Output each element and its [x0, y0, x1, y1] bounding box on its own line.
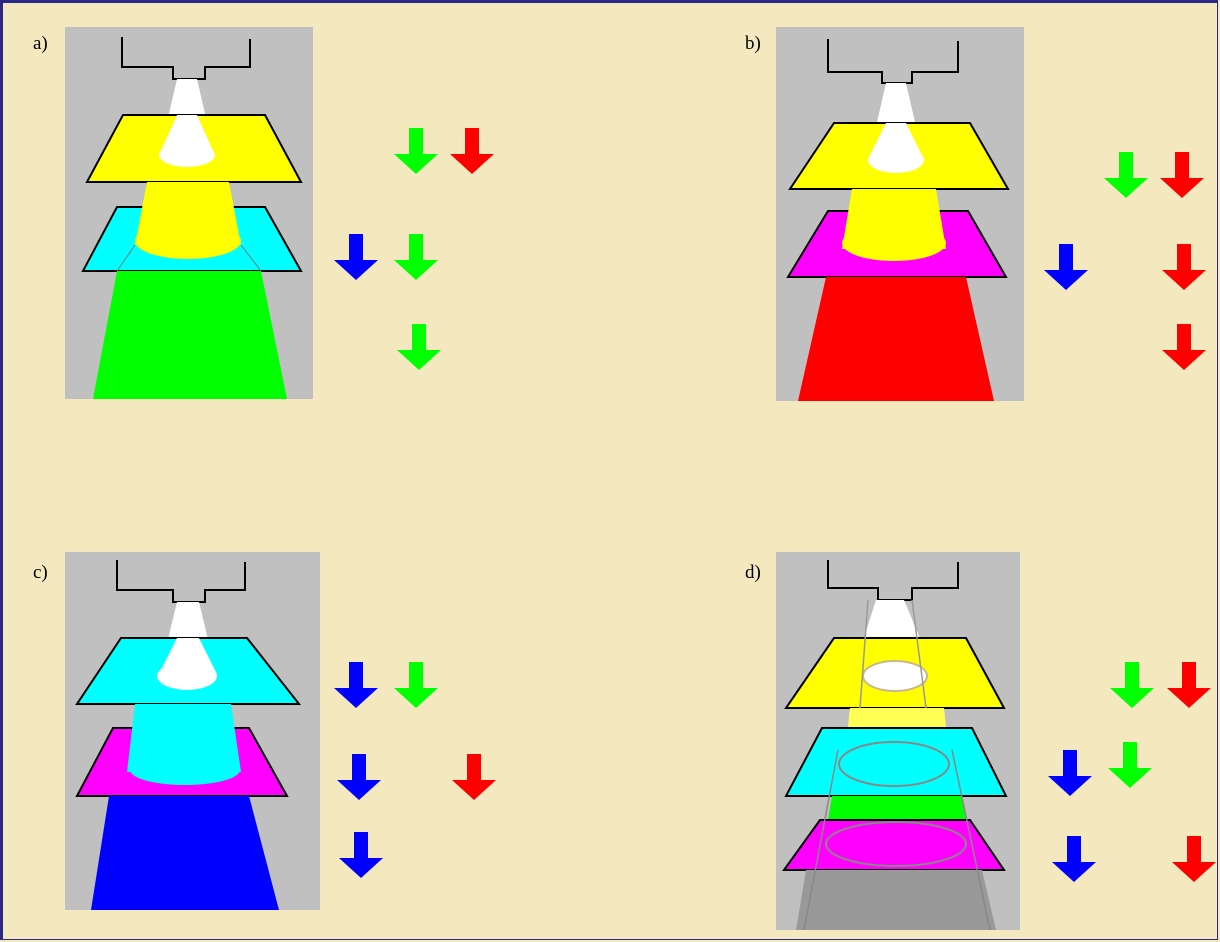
panel-label-d: d)	[745, 562, 761, 583]
arrow-green	[394, 662, 438, 708]
panel-label-a: a)	[33, 33, 48, 54]
arrow-green	[397, 324, 441, 370]
beam-spot-white	[157, 662, 217, 690]
illustration-d	[776, 552, 1020, 930]
arrow-green	[1110, 662, 1154, 708]
beam-cyan	[127, 704, 241, 772]
arrow-blue	[337, 754, 381, 800]
illustration-b	[776, 27, 1024, 401]
beam-spot-white	[159, 143, 215, 167]
beam-spot-white	[868, 147, 924, 173]
beam-spot-yellow	[842, 225, 946, 261]
illustration-a	[65, 27, 313, 399]
arrow-blue	[1048, 750, 1092, 796]
arrow-blue	[334, 662, 378, 708]
arrow-blue	[1052, 836, 1096, 882]
beam-green	[828, 796, 966, 820]
arrow-blue	[1044, 244, 1088, 290]
beam-green	[93, 271, 287, 399]
beam-spot-yellow	[135, 223, 241, 259]
beam-spot-outline-2	[825, 821, 967, 867]
beam-spot-outline	[838, 741, 950, 787]
panel-label-b: b)	[745, 33, 761, 54]
illustration-c	[65, 552, 320, 910]
arrow-red	[1172, 836, 1216, 882]
arrow-green	[394, 128, 438, 174]
beam-gray	[796, 870, 996, 930]
arrow-red	[1162, 244, 1206, 290]
arrow-blue	[334, 234, 378, 280]
arrow-red	[1167, 662, 1211, 708]
panel-label-c: c)	[33, 562, 48, 583]
arrow-green	[1108, 742, 1152, 788]
beam-blue	[91, 796, 279, 910]
arrow-red	[1160, 152, 1204, 198]
arrow-red	[1162, 324, 1206, 370]
filter-cyan	[784, 727, 1008, 797]
beam-white	[864, 600, 920, 638]
arrow-red	[450, 128, 494, 174]
beam-red	[798, 277, 994, 401]
arrow-green	[1104, 152, 1148, 198]
arrow-red	[452, 754, 496, 800]
beam-spot-white	[862, 660, 928, 692]
arrow-green	[394, 234, 438, 280]
arrow-blue	[339, 832, 383, 878]
beam-spot-cyan	[130, 755, 240, 785]
